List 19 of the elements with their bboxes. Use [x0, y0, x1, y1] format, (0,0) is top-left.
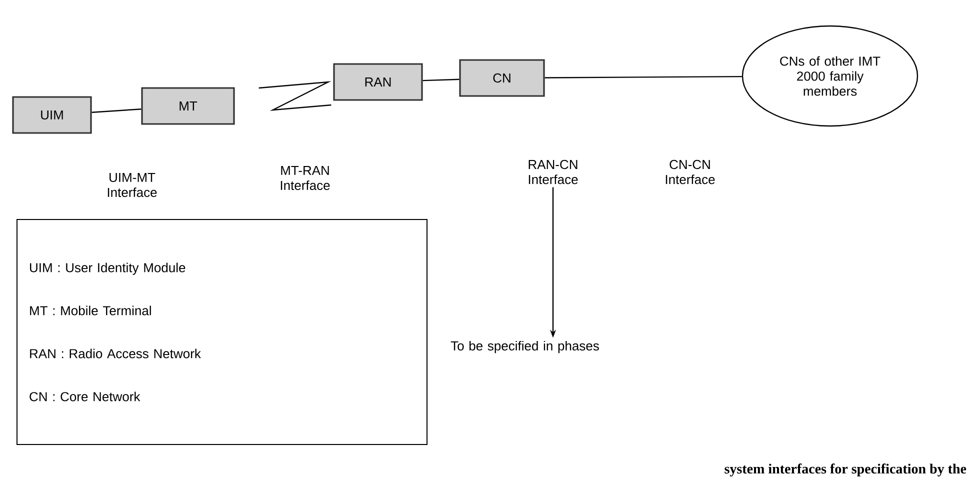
- legend-box: [16, 219, 428, 445]
- component-box: MT: [141, 87, 235, 125]
- definition-text: UIM : User Identity Module: [30, 262, 186, 275]
- definition-text: RAN : Radio Access Network: [30, 348, 201, 358]
- connector-line: [92, 108, 142, 113]
- component-box: RAN: [333, 63, 423, 101]
- interface-label: UIM-MT Interface: [108, 172, 157, 198]
- figure-caption: system interfaces for specification by the: [724, 464, 966, 476]
- note-text: To be specified in phases: [450, 340, 599, 354]
- component-box: UIM: [12, 96, 92, 134]
- radio-link: [258, 81, 332, 111]
- interface-label: MT-RAN Interface: [280, 166, 330, 190]
- definition-text: CN : Core Network: [30, 392, 140, 402]
- interface-label: CN-CN Interface: [666, 160, 715, 184]
- note-text: RAN-CN Interface: [528, 160, 578, 184]
- component-box: CN: [459, 59, 545, 97]
- definition-text: MT : Mobile Terminal: [30, 306, 151, 316]
- connector-line: [422, 78, 460, 82]
- connector-line: [544, 76, 742, 78]
